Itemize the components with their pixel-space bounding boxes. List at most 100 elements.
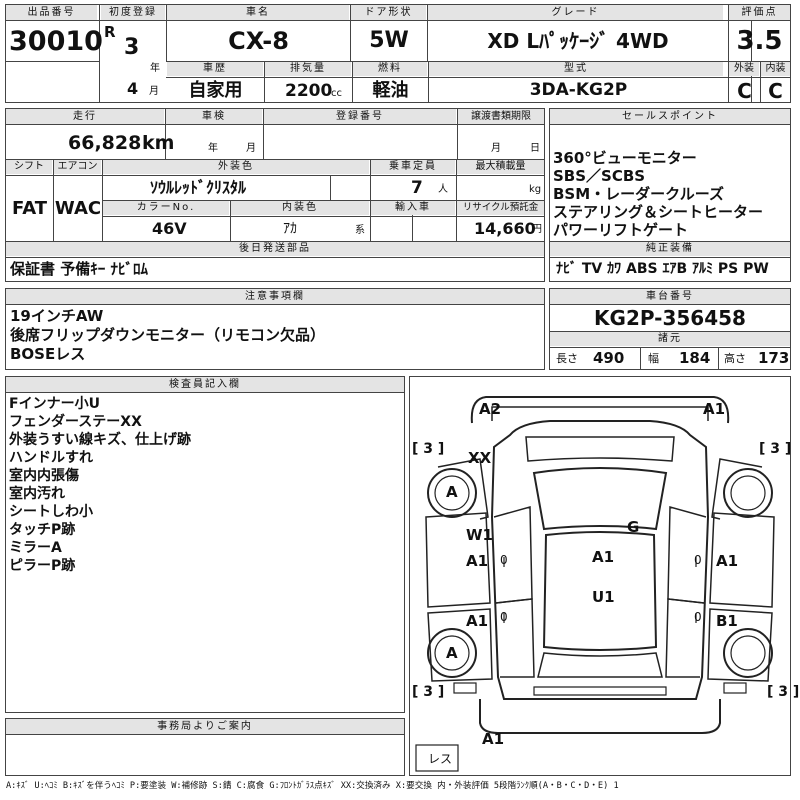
mark-front-right: A1 [703, 400, 726, 418]
pillar-tick-fr: 0 [694, 553, 702, 567]
notes-list: 19インチAW 後席フリップダウンモニター（リモコン欠品） BOSEレス [10, 307, 325, 364]
car-diagram [415, 396, 775, 772]
damage-diagram: A2 A1 [ 3 ] [ 3 ] XX A G W1 A1 0 A1 0 A1… [409, 376, 799, 776]
aircon-label: エアコン [54, 160, 101, 174]
first-reg-label: 初度登録 [101, 5, 165, 20]
cc-unit: cc [331, 88, 342, 99]
person-unit: 人 [438, 184, 448, 195]
exterior-score: C [737, 78, 752, 103]
capacity-label: 乗車定員 [371, 160, 455, 174]
reg-number-label: 登録番号 [264, 109, 456, 124]
interior-score: C [768, 78, 783, 103]
chassis-label: 車台番号 [550, 289, 790, 304]
mark-tire-rear-left: [ 3 ] [412, 684, 445, 700]
office-section [5, 718, 405, 776]
door-type: 5W [369, 28, 409, 53]
color-no-label: カラーNo. [103, 201, 229, 215]
interior-label: 内装 [761, 62, 790, 76]
height-value: 173 [758, 349, 790, 367]
mark-mirror-left: W1 [466, 526, 493, 544]
mark-rear-center: U1 [592, 588, 615, 606]
mark-wheel-rear-left: A [446, 644, 458, 662]
exterior-label: 外装 [729, 62, 759, 76]
equipment-label: 純正装備 [550, 242, 790, 256]
inspector-line: ハンドルすれ [9, 450, 93, 466]
mark-rear-door-right: B1 [716, 612, 738, 630]
inspector-line: 外装うすい線キズ、仕上げ跡 [9, 432, 191, 448]
mark-wheel-front-left: A [446, 483, 458, 501]
era-mark: R [104, 23, 116, 41]
score-label: 評価点 [729, 5, 790, 20]
windshield [532, 467, 668, 531]
shift-label: シフト [6, 160, 52, 174]
history-label: 車歴 [167, 62, 263, 76]
shift-type: FAT [11, 197, 48, 219]
mark-front-left: A2 [479, 400, 502, 418]
fuel-label: 燃料 [353, 62, 427, 76]
aircon-type: WAC [54, 197, 102, 219]
specs-label: 諸元 [550, 332, 790, 346]
inspector-line: Fインナー小U [9, 396, 100, 412]
reg-month: 4 [127, 79, 139, 98]
chassis-section [549, 288, 791, 370]
grade: XD Lﾊﾟｯｹｰｼﾞ 4WD [487, 29, 669, 53]
inspector-line: ミラーA [9, 540, 62, 556]
sales-point: パワーリフトゲート [553, 221, 689, 239]
inspector-line: シートしわ小 [9, 504, 93, 520]
transfer-label: 譲渡書類期限 [458, 109, 544, 124]
mark-front-door-left: A1 [466, 552, 489, 570]
later-parts: 保証書 予備ｷｰ ﾅﾋﾞﾛﾑ [10, 260, 148, 278]
recycle-deposit: 14,660 [474, 219, 536, 238]
score-section [728, 4, 791, 103]
inspector-line: ピラーP跡 [9, 558, 76, 574]
notes-section [5, 288, 545, 370]
mileage: 66,828 [68, 132, 142, 154]
inspection-label: 車検 [166, 109, 262, 124]
length-value: 490 [593, 349, 625, 367]
transfer-month-unit: 月 [491, 143, 501, 154]
exterior-color: ｿｳﾙﾚｯﾄﾞｸﾘｽﾀﾙ [150, 178, 247, 197]
height-label: 高さ [724, 352, 746, 365]
inspector-section [5, 376, 405, 713]
car-history: 自家用 [188, 79, 243, 101]
mark-tire-front-left: [ 3 ] [412, 441, 445, 457]
interior-color: ｱｶ [283, 221, 297, 237]
sales-point: SBS／SCBS [553, 167, 646, 185]
office-label: 事務局よりご案内 [6, 719, 404, 734]
legend: A:ｷｽﾞ U:ﾍｺﾐ B:ｷｽﾞを伴うﾍｺﾐ P:要塗装 W:補修跡 S:錆 … [6, 781, 619, 791]
model-name: CX-8 [228, 27, 289, 55]
note-line: BOSEレス [10, 345, 86, 363]
later-parts-label: 後日発送部品 [6, 242, 544, 256]
inspector-list: Fインナー小U フェンダーステーXX 外装うすい線キズ、仕上げ跡 ハンドルすれ … [9, 395, 191, 575]
model-name-label: 車名 [167, 5, 349, 20]
km-unit: km [142, 132, 175, 154]
import-label: 輸入車 [371, 201, 455, 215]
front-bumper-outline [470, 396, 730, 424]
inspector-label: 検査員記入欄 [6, 377, 404, 392]
reg-year: 3 [124, 35, 140, 60]
notes-label: 注意事項欄 [6, 289, 544, 304]
sales-point: BSM・レーダークルーズ [553, 185, 724, 203]
mark-tire-rear-right: [ 3 ] [767, 684, 800, 700]
pillar-tick-rr: 0 [694, 610, 702, 624]
type-code-label: 型式 [429, 62, 723, 76]
yen-unit: 円 [532, 224, 542, 235]
wheel-front-left [427, 468, 477, 518]
displacement: 2200 [285, 81, 333, 101]
inspector-line: タッチP跡 [9, 522, 76, 538]
note-line: 19インチAW [10, 307, 104, 325]
wheel-rear-right [723, 628, 773, 678]
wheel-rear-left [427, 628, 477, 678]
sales-points-list: 360°ビューモニター SBS／SCBS BSM・レーダークルーズ ステアリング… [553, 149, 763, 239]
sales-point: 360°ビューモニター [553, 149, 697, 167]
lot-no-label: 出品番号 [6, 5, 97, 20]
pillar-tick-rl: 0 [500, 610, 508, 624]
inspection-month-unit: 月 [246, 143, 256, 154]
top-section [5, 4, 752, 103]
sales-section [549, 108, 791, 282]
length-label: 長さ [556, 352, 578, 365]
recycle-label: リサイクル預託金 [457, 201, 544, 215]
capacity: 7 [411, 178, 423, 198]
body-outline [490, 420, 710, 700]
rear-bumper-outline [479, 699, 721, 734]
